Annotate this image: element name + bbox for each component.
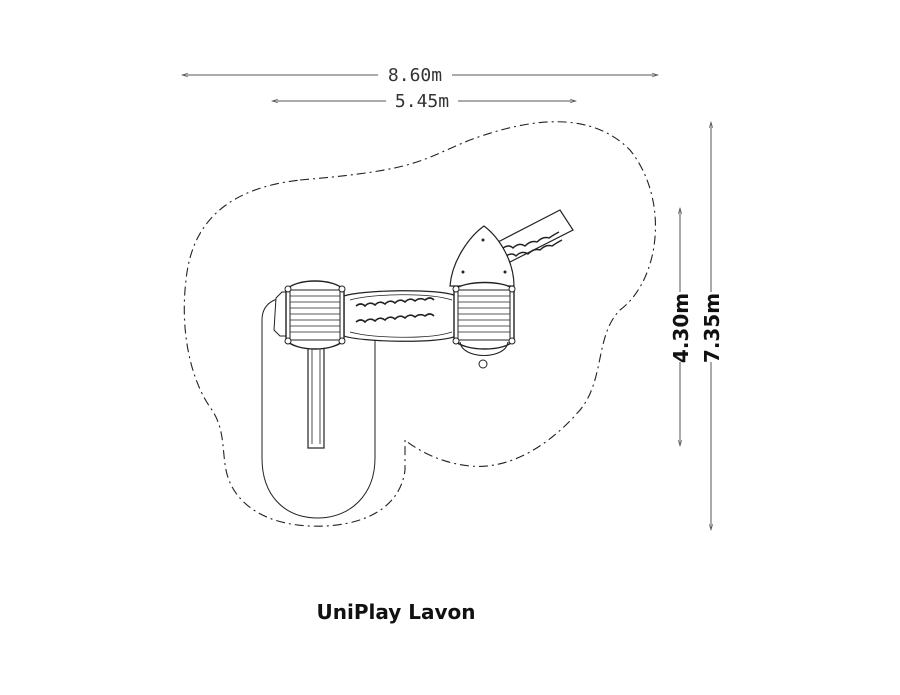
bridge (343, 290, 457, 342)
equipment-depth-dimension: 4.30m (669, 208, 693, 446)
climbing-ramp (497, 209, 574, 263)
overall-width-dimension: 8.60m (182, 65, 658, 86)
right-deck (452, 281, 516, 369)
slide (307, 335, 325, 449)
overall-depth-label: 7.35m (700, 293, 724, 363)
roof-element (449, 225, 515, 287)
equipment-depth-label: 4.30m (669, 293, 693, 363)
overall-depth-dimension: 7.35m (700, 122, 724, 530)
equipment-width-dimension: 5.45m (272, 91, 576, 112)
overall-width-label: 8.60m (388, 65, 442, 86)
product-name: UniPlay Lavon (316, 600, 476, 624)
left-deck (284, 280, 346, 350)
side-panel (273, 291, 287, 337)
equipment-width-label: 5.45m (395, 91, 449, 112)
safety-zone-outline (183, 121, 657, 527)
